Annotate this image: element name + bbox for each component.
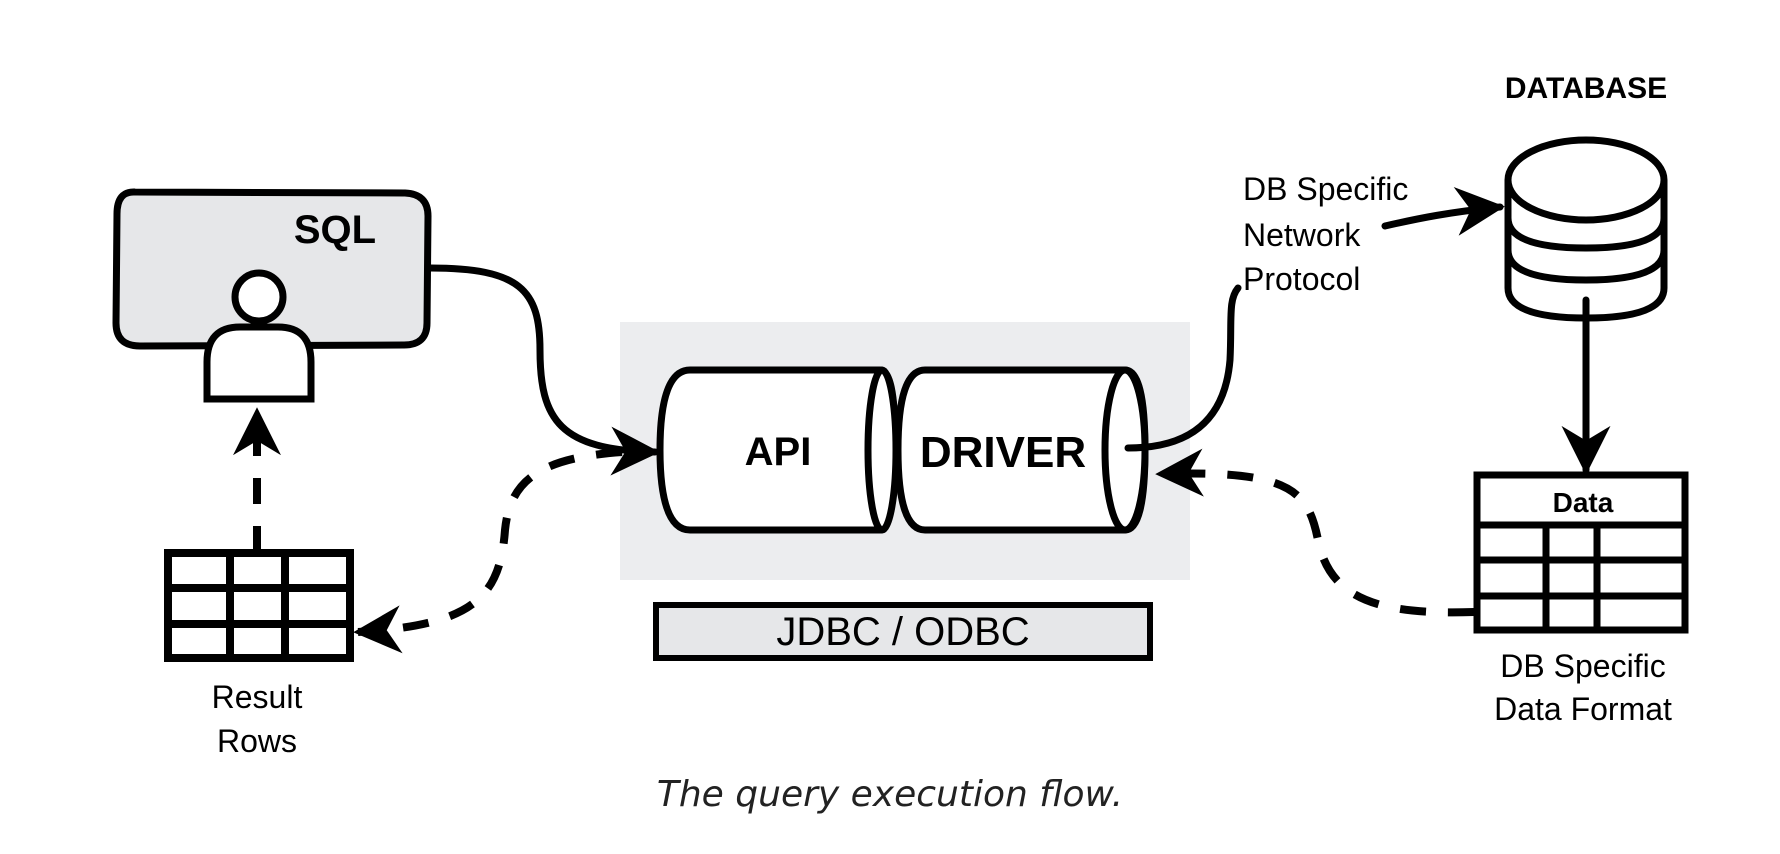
- result-rows-label-line1: Result: [212, 679, 303, 715]
- result-rows-table: [164, 549, 354, 662]
- database-title: DATABASE: [1505, 72, 1667, 105]
- api-cylinder: [656, 366, 900, 534]
- driver-label: DRIVER: [920, 428, 1086, 477]
- protocol-label-line2: Network: [1243, 217, 1361, 253]
- result-rows-label-line2: Rows: [217, 723, 297, 759]
- client-to-api-arrow: [426, 264, 660, 476]
- protocol-label-line3: Protocol: [1243, 261, 1360, 297]
- protocol-to-database-arrow: [1381, 187, 1505, 236]
- driver-cylinder: [894, 366, 1149, 534]
- data-format-label-line2: Data Format: [1494, 691, 1672, 727]
- driver-to-database-arrow: [1124, 284, 1242, 452]
- jdbc-odbc-bar: [653, 602, 1153, 661]
- figure-caption: The query execution flow.: [657, 774, 1123, 815]
- data-to-driver-arrow: [1155, 448, 1475, 617]
- protocol-label-line1: DB Specific: [1243, 171, 1408, 207]
- sql-label: SQL: [294, 208, 376, 252]
- user-icon: [203, 269, 315, 403]
- api-to-rows-arrow: [353, 448, 623, 654]
- jdbc-odbc-label: JDBC / ODBC: [776, 610, 1029, 654]
- sql-panel: [112, 188, 432, 350]
- data-table-header: Data: [1553, 487, 1614, 518]
- sql-client: SQL: [112, 188, 432, 403]
- api-label: API: [745, 430, 812, 474]
- data-format-table: [1473, 471, 1689, 634]
- database-cylinder-icon: [1504, 136, 1668, 322]
- data-format-label-line1: DB Specific: [1500, 648, 1665, 684]
